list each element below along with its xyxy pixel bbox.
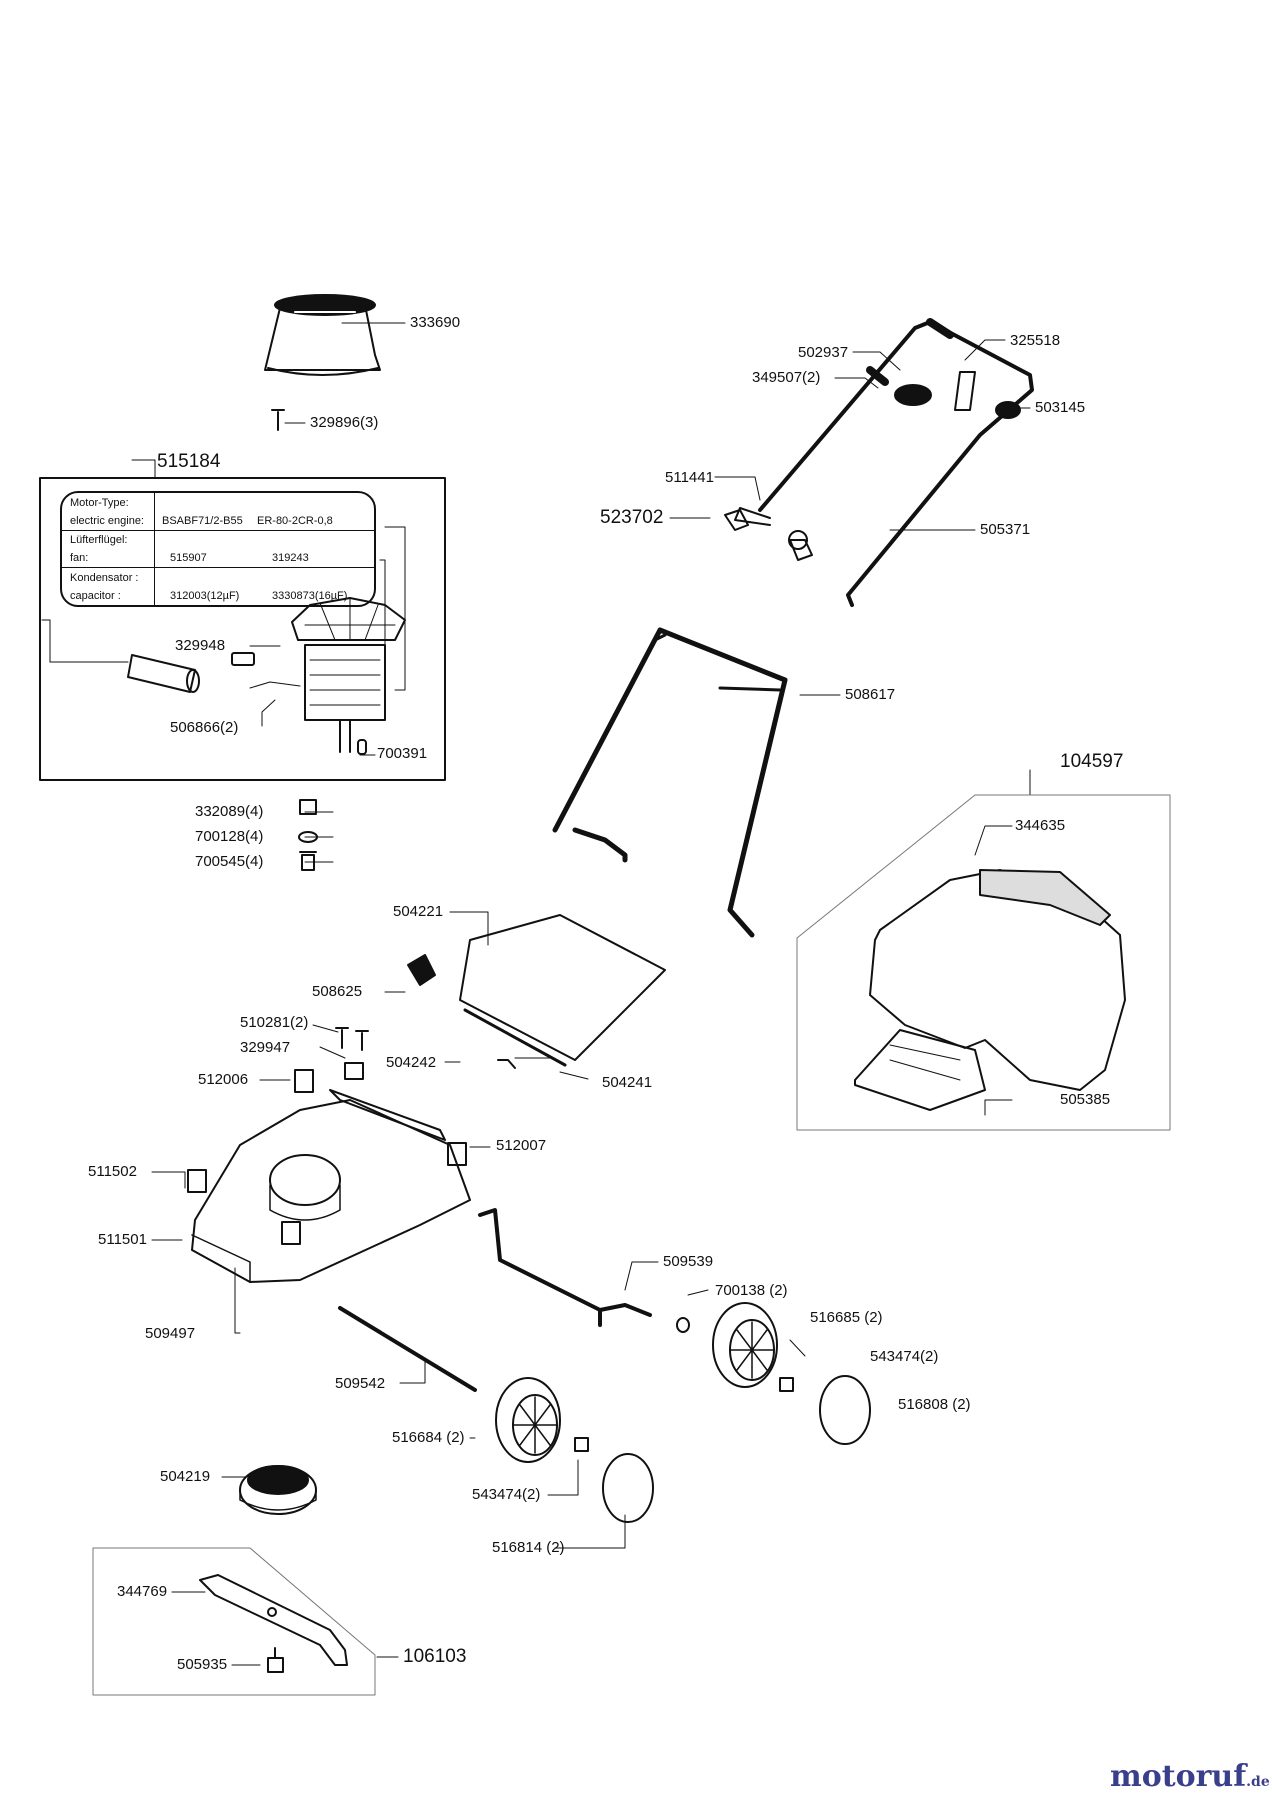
part-label-543474-rear: 543474(2) (870, 1348, 939, 1365)
part-label-106103: 106103 (403, 1646, 467, 1667)
grass-bag-box (796, 794, 1171, 1131)
rear-wheel (712, 1302, 778, 1388)
bolts (335, 1027, 369, 1051)
rear-deflector (407, 914, 666, 1069)
part-label-515184: 515184 (157, 451, 221, 472)
cap-screw (271, 409, 285, 431)
part-label-509542: 509542 (335, 1375, 386, 1392)
brand-watermark: motoruf.de (1110, 1762, 1270, 1792)
front-axle (338, 1306, 477, 1392)
handle-clamp (724, 509, 813, 561)
motor-table-leader (384, 526, 406, 691)
motor-cap (264, 294, 381, 376)
part-label-329947: 329947 (240, 1039, 291, 1056)
part-label-511502: 511502 (88, 1163, 137, 1180)
part-label-349507: 349507(2) (752, 369, 821, 386)
brand-name: motoruf (1110, 1759, 1247, 1794)
part-label-505385: 505385 (1060, 1091, 1111, 1108)
nut (299, 799, 317, 815)
part-label-344635: 344635 (1015, 817, 1066, 834)
spec-label: capacitor : (70, 590, 121, 602)
front-hubcap (602, 1453, 654, 1523)
part-label-523702: 523702 (600, 507, 664, 528)
spec-value: 312003(12µF) (170, 590, 240, 602)
part-label-329948: 329948 (175, 637, 226, 654)
part-label-329896: 329896(3) (310, 414, 379, 431)
part-label-512007: 512007 (496, 1137, 547, 1154)
capacitor (41, 619, 200, 693)
spec-value: ER-80-2CR-0,8 (257, 515, 333, 527)
part-label-504221: 504221 (393, 903, 444, 920)
part-label-510281: 510281(2) (240, 1014, 309, 1031)
spec-value: 515907 (170, 552, 207, 564)
part-label-508617: 508617 (845, 686, 896, 703)
part-label-700545: 700545(4) (195, 853, 264, 870)
part-label-325518: 325518 (1010, 332, 1061, 349)
spec-label: Kondensator : (70, 572, 139, 584)
brand-tld: .de (1246, 1774, 1270, 1790)
blade-bolt (267, 1647, 284, 1673)
part-label-516684: 516684 (2) (392, 1429, 465, 1446)
part-label-511441: 511441 (665, 469, 714, 486)
part-label-516814: 516814 (2) (492, 1539, 565, 1556)
part-label-700138: 700138 (2) (715, 1282, 788, 1299)
front-wheel (495, 1377, 561, 1463)
washer-700138 (676, 1317, 690, 1333)
clip (344, 1062, 364, 1080)
part-label-511501: 511501 (98, 1231, 147, 1248)
spec-label: Lüfterflügel: (70, 534, 128, 546)
washer (298, 831, 318, 843)
spec-label: Motor-Type: (70, 497, 129, 509)
part-label-700128: 700128(4) (195, 828, 264, 845)
bolt (299, 851, 317, 871)
part-label-512006: 512006 (198, 1071, 249, 1088)
cap-clip-front (574, 1437, 589, 1452)
motor-spec-table: Motor-Type: electric engine: BSABF71/2-B… (60, 491, 376, 607)
part-label-505935: 505935 (177, 1656, 228, 1673)
blade-box (92, 1547, 376, 1696)
part-label-503145: 503145 (1035, 399, 1086, 416)
part-label-504241: 504241 (602, 1074, 653, 1091)
part-label-332089: 332089(4) (195, 803, 264, 820)
blade-fan (239, 1465, 317, 1515)
part-label-506866: 506866(2) (170, 719, 239, 736)
rear-hubcap (819, 1375, 871, 1445)
grass-collector (854, 869, 1126, 1111)
part-label-516808: 516808 (2) (898, 1396, 971, 1413)
spec-value: 319243 (272, 552, 309, 564)
part-label-509497: 509497 (145, 1325, 196, 1342)
part-label-516685: 516685 (2) (810, 1309, 883, 1326)
spec-value: 3330873(16µF) (272, 590, 348, 602)
part-label-104597: 104597 (1060, 751, 1124, 772)
part-label-502937: 502937 (798, 344, 849, 361)
part-label-333690: 333690 (410, 314, 461, 331)
part-label-508625: 508625 (312, 983, 363, 1000)
part-label-509539: 509539 (663, 1253, 714, 1270)
lower-handle (552, 627, 788, 938)
part-label-505371: 505371 (980, 521, 1031, 538)
motor-assembly-box (39, 477, 446, 781)
clip-512006 (294, 1069, 314, 1093)
leader-lines (131, 322, 1031, 1666)
cutting-blade (199, 1574, 348, 1666)
part-label-504219: 504219 (160, 1468, 211, 1485)
part-label-700391: 700391 (377, 745, 428, 762)
spec-value: BSABF71/2-B55 (162, 515, 243, 527)
cap-clip-rear (779, 1377, 794, 1392)
clip-511502 (187, 1169, 207, 1193)
electric-motor (249, 597, 406, 755)
spec-label: electric engine: (70, 515, 144, 527)
clip-511501 (281, 1221, 301, 1245)
rear-axle (478, 1208, 652, 1327)
connector-block (231, 652, 255, 666)
part-label-344769: 344769 (117, 1583, 168, 1600)
upper-handle (734, 318, 1034, 607)
spec-label: fan: (70, 552, 89, 564)
mower-deck (191, 1089, 471, 1283)
part-label-504242: 504242 (386, 1054, 437, 1071)
clip-512007 (447, 1142, 467, 1166)
part-label-543474-front: 543474(2) (472, 1486, 541, 1503)
